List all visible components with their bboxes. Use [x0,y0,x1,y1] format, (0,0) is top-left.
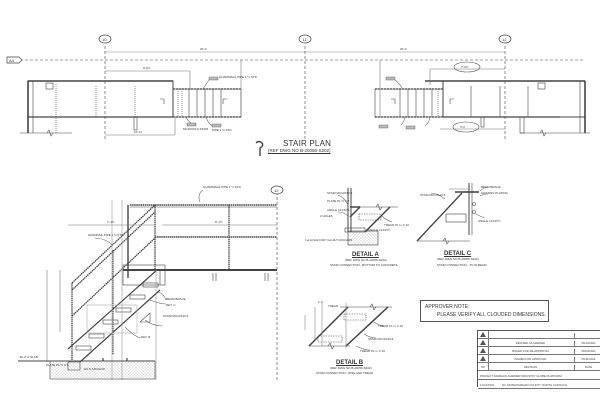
grid-label-12: 12 [502,36,507,42]
grid-bubble-12-elev [270,185,284,195]
detail-b-caption: STAIR CONNECTION - RISE AND TREAD [316,371,374,375]
grid-label-12-elevation: 12 [274,187,279,193]
detail-a-callout: ¾ø HOLE FOR ½ø HILTI ANCHOR [305,238,353,242]
callout-beam-brace: BEAM BRACE [166,297,186,301]
callout-pipe: PIPE 1 ½ STD [212,127,232,132]
detail-c-caption: STAIR CONNECTION - TO W-BEAM [437,263,487,267]
detail-a-callout: 2 HOLES [320,214,333,218]
revision-row: ISSUED FOR APPROVAL 05/11/2022 [478,355,600,363]
project-name-row: PROJECT NAME HOLSHEIMER INDUSTRY GLOBE P… [478,371,600,380]
detail-a-caption: STAIR CONNECTION - BOTTOM TO CONCRETE [330,263,398,267]
grid-bubble-10 [98,34,112,44]
detail-b-title: DETAIL B [336,360,364,366]
dim-text: 6'-1½ [215,220,223,224]
detail-a-title: DETAIL A [352,252,379,258]
detail-a-ref: (REF DWG NO B-20056-S202) [345,258,387,262]
revision-row [478,331,600,339]
callout-det-c: DET. C [166,303,176,307]
callout-stair: MC10X10.6 STAIR [183,127,209,131]
revision-triangle-icon [480,340,486,345]
detail-c-callout: GRATING PLATING [481,191,508,195]
approver-note-box: APPROVER NOTE: PLEASE VERIFY ALL CLOUDED… [420,300,549,322]
dim-text: 20'-0 [200,47,207,51]
approver-note-heading: APPROVER NOTE: [425,304,470,310]
revision-triangle-icon [480,356,486,361]
grid-bubble-12 [498,34,512,44]
stair-plan-title: STAIR PLAN [283,139,332,148]
detail-b-callout: 1'-0 [318,300,323,304]
dim-text: 20'-0 [400,47,407,51]
dim-text: 10'-11 [134,130,143,134]
revision-triangle-icon [480,348,486,353]
callout-anchor: HILTI ANCHOR [84,367,105,371]
stair-plan-reference: (REF DWG NO B-20056-S202) [268,148,331,153]
detail-a-callout: PLATE PL ½ X 5 [327,199,350,203]
detail-a-callout: ANGLE L4X4X½ [327,208,350,212]
revision-triangle-icon [480,332,486,337]
grid-label-10: 10 [102,36,107,42]
grid-label-11: 11 [302,36,307,42]
grid-tag-a4 [6,56,23,64]
grid-bubble-11 [298,34,312,44]
detail-a-callout: ANGLE L4X4X½ [368,228,391,232]
detail-b-callout: TREAD PL ¼ X 10 [360,349,385,353]
revision-header-row: NO REVISION DATE [478,363,600,371]
dim-text: 7'-1½ [107,220,115,224]
dim-text-clouded: 7'-0½ [461,64,469,69]
detail-b-drawing [304,303,392,351]
detail-b-callout: TREAD [328,304,339,308]
detail-c-title: DETAIL C [444,251,472,257]
dim-text-clouded: 3'-6 [460,124,465,129]
callout-plate: PLATE PL ½ X 5 [46,363,69,367]
stair-plan [20,46,590,140]
detail-c-callout: STAIR MC10X10.6 [420,193,446,197]
callout-stair-elev: STAIR MC10X10.6 [163,314,189,318]
revision-row: REVISED AS MARKED 06/13/2022 [478,339,600,347]
detail-b-callout: TREAD PL ¼ X 10 [378,324,403,328]
stair-elevation [18,189,278,382]
callout-guardrail-elev: GUARDRAIL PIPE 1 ½ STD [203,185,241,189]
detail-c-callout: ANGLE L4X4X½ [478,219,501,223]
detail-a-callout: TREAD PL ¼ X 10 [384,223,409,227]
callout-handrail: HANDRAIL PIPE 1 ½ STD [88,233,124,237]
revision-row: ISSUED FOR RE-APPROVAL 06/03/2022 [478,347,600,355]
callout-det-b: DET. B [141,335,151,339]
detail-c-callout: BEAM BRACE [481,185,501,189]
detail-b-callout: STAIR MC10X10.6 [368,337,394,341]
grid-label-a4: A4 [9,57,14,63]
approver-note-text: PLEASE VERIFY ALL CLOUDED DIMENSIONS. [437,312,546,318]
location-row: LOCATION NC STATE/DURHAM COUNTY, NORTH C… [478,380,600,389]
detail-c-ref: (REF DWG NO B-20056-S202) [437,257,479,261]
north-arrow-icon [255,140,264,156]
callout-guardrail: GUARDRAIL PIPE 1 ½ STD [219,74,257,79]
detail-b-ref: (REF DWG NO B-20056-S202) [330,366,372,370]
detail-a-callout: STAIR MC10X10.6 [327,191,353,195]
callout-slab-elevation: EL 0'-0 SLAB [20,355,38,359]
detail-a-drawing [337,188,398,246]
detail-c-drawing [416,183,489,245]
dim-text: 9'-0½ [143,66,151,70]
title-block: REVISED AS MARKED 06/13/2022 ISSUED FOR … [477,330,600,389]
